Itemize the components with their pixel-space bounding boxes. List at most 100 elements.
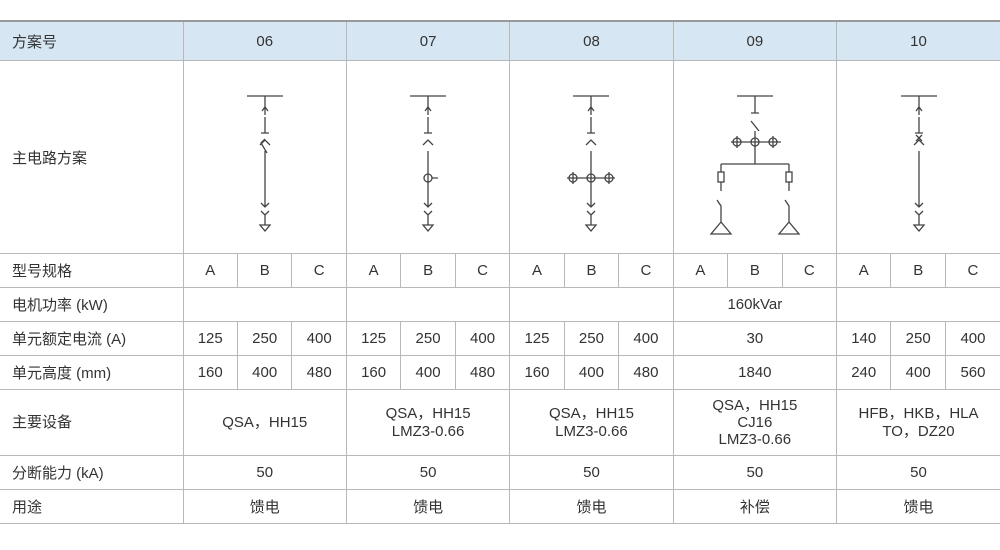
- value: 250: [563, 321, 620, 356]
- sub-c: C: [454, 253, 511, 288]
- circuit-diagram-09: [672, 60, 838, 254]
- equipment-06: QSA，HH15: [182, 389, 347, 456]
- value: 1840: [672, 355, 838, 390]
- feeder-breaker-icon: [900, 95, 937, 233]
- value: 125: [345, 321, 402, 356]
- value: 125: [509, 321, 565, 356]
- row-label: 主要设备: [0, 389, 184, 456]
- equipment-line: LMZ3-0.66: [555, 422, 628, 440]
- value: 160: [182, 355, 238, 390]
- value: 125: [182, 321, 238, 356]
- sub-a: A: [672, 253, 729, 288]
- value: 560: [944, 355, 1000, 390]
- capacitor-compensation-icon: [709, 95, 801, 235]
- sub-a: A: [836, 253, 892, 288]
- feeder-fuse-switch-icon: [246, 95, 283, 233]
- value: 160: [345, 355, 402, 390]
- value: 400: [291, 321, 347, 356]
- value: 400: [563, 355, 620, 390]
- value: 50: [509, 455, 674, 490]
- value: 140: [836, 321, 892, 356]
- equipment-line: QSA，HH15: [385, 405, 471, 423]
- value: 50: [345, 455, 511, 490]
- value: 400: [944, 321, 1000, 356]
- row-label: 单元额定电流 (A): [0, 321, 184, 356]
- sub-a: A: [509, 253, 565, 288]
- value: 480: [618, 355, 674, 390]
- row-label: 用途: [0, 489, 184, 524]
- sub-c: C: [781, 253, 838, 288]
- value: 馈电: [182, 489, 347, 524]
- value: 30: [672, 321, 838, 356]
- value: 馈电: [836, 489, 1000, 524]
- scheme-number: 08: [509, 20, 674, 61]
- value: 250: [400, 321, 456, 356]
- value: 400: [618, 321, 674, 356]
- equipment-line: QSA，HH15: [712, 396, 798, 414]
- equipment-line: LMZ3-0.66: [391, 422, 465, 440]
- equipment-line: QSA，HH15: [222, 413, 308, 431]
- equipment-line: TO，DZ20: [882, 422, 955, 440]
- sub-a: A: [182, 253, 238, 288]
- circuit-diagram-08: [509, 60, 674, 254]
- header-row: 方案号 06 07 08 09 10: [0, 20, 1000, 61]
- equipment-line: CJ16: [737, 413, 773, 431]
- value: 馈电: [345, 489, 511, 524]
- value: 50: [182, 455, 347, 490]
- equipment-line: HFB，HKB，HLA: [858, 405, 979, 423]
- scheme-number: 07: [345, 20, 511, 61]
- equipment-line: QSA，HH15: [548, 405, 634, 423]
- value: 160: [509, 355, 565, 390]
- row-label: 方案号: [0, 20, 184, 61]
- empty-cell: [509, 287, 674, 322]
- row-label: 型号规格: [0, 253, 184, 288]
- value: 400: [890, 355, 946, 390]
- value: 400: [454, 321, 511, 356]
- feeder-3ct-icon: [567, 95, 616, 233]
- value: 250: [890, 321, 946, 356]
- sub-a: A: [345, 253, 402, 288]
- circuit-diagram-10: [836, 60, 1000, 254]
- row-label: 主电路方案: [0, 60, 184, 254]
- circuit-diagram-07: [345, 60, 511, 254]
- value: 250: [236, 321, 293, 356]
- sub-b: B: [400, 253, 456, 288]
- sub-b: B: [890, 253, 946, 288]
- scheme-number: 09: [672, 20, 838, 61]
- value: 50: [836, 455, 1000, 490]
- sub-b: B: [563, 253, 620, 288]
- sub-c: C: [618, 253, 674, 288]
- feeder-ct-icon: [410, 95, 447, 233]
- scheme-number: 06: [182, 20, 347, 61]
- value: 480: [291, 355, 347, 390]
- power-row: 电机功率 (kW) 160kVar: [0, 287, 1000, 322]
- row-label: 单元高度 (mm): [0, 355, 184, 390]
- empty-cell: [836, 287, 1000, 322]
- circuit-row: 主电路方案: [0, 60, 1000, 254]
- row-label: 分断能力 (kA): [0, 455, 184, 490]
- row-label: 电机功率 (kW): [0, 287, 184, 322]
- value: 480: [454, 355, 511, 390]
- circuit-diagram-06: [182, 60, 347, 254]
- sub-c: C: [291, 253, 347, 288]
- sub-c: C: [944, 253, 1000, 288]
- usage-row: 用途 馈电馈电馈电补偿馈电: [0, 489, 1000, 524]
- value: 补偿: [672, 489, 838, 524]
- sub-b: B: [727, 253, 783, 288]
- value: 400: [236, 355, 293, 390]
- empty-cell: [345, 287, 511, 322]
- scheme-number: 10: [836, 20, 1000, 61]
- value: 400: [400, 355, 456, 390]
- value: 馈电: [509, 489, 674, 524]
- power-09: 160kVar: [672, 287, 838, 322]
- sub-b: B: [236, 253, 293, 288]
